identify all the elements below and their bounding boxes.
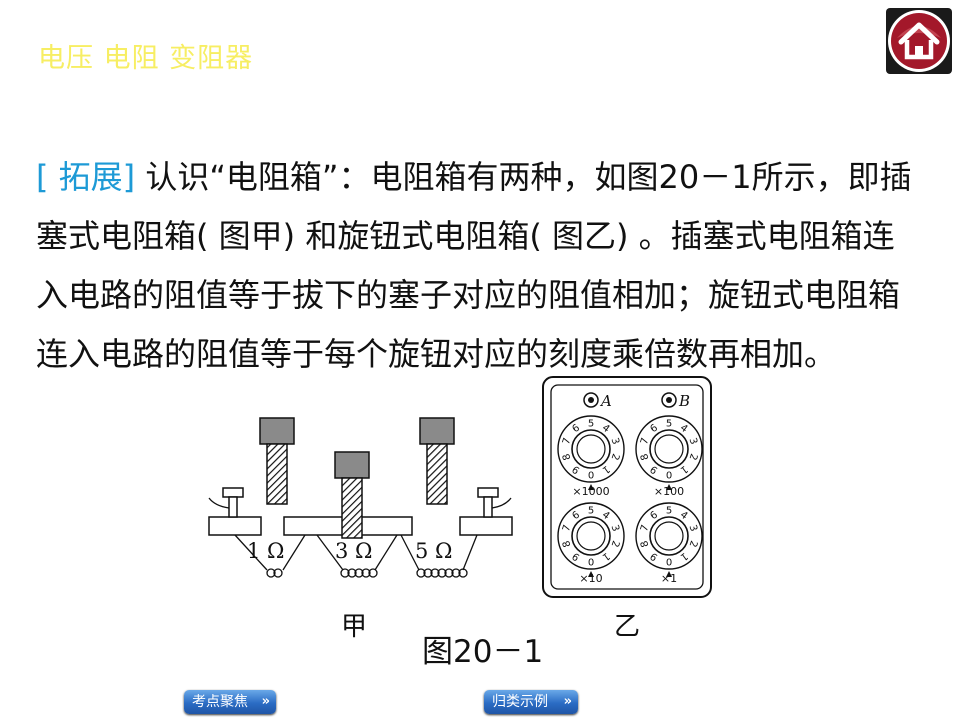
dial-digit: 0 <box>666 556 672 567</box>
plug-resistance-box-figure: 1 Ω 3 Ω 5 Ω <box>208 417 513 578</box>
pointer-triangle-icon <box>588 484 594 490</box>
dial-digit: 3 <box>609 437 621 446</box>
terminal-b: B <box>661 392 690 410</box>
plug-inserted-middle <box>334 451 370 539</box>
figure-caption-yi: 乙 <box>614 612 641 642</box>
home-icon <box>898 22 940 60</box>
figure-caption-jia: 甲 <box>341 612 368 642</box>
metal-block-left <box>208 516 262 536</box>
resistor-coils <box>266 568 468 578</box>
multiplier-10: ×10 <box>579 572 602 585</box>
dial-digit: 2 <box>687 452 699 461</box>
dial-digit: 0 <box>588 556 594 567</box>
paragraph-text: 认识“电阻箱”：电阻箱有两种，如图20－1所示，即插塞式电阻箱( 图甲) 和旋钮… <box>36 158 912 373</box>
dial-digit: 7 <box>561 524 573 533</box>
dial-digit: 5 <box>666 419 672 430</box>
resistor-wires <box>234 534 478 571</box>
home-button[interactable] <box>886 8 952 74</box>
double-chevron-right-icon: » <box>261 694 270 709</box>
dial-digit: 2 <box>687 539 699 548</box>
svg-text:B: B <box>678 392 690 410</box>
multiplier-1000: ×1000 <box>572 485 609 498</box>
dial-digit: 8 <box>639 539 651 548</box>
dial-digit: 2 <box>609 539 621 548</box>
expansion-paragraph: [ 拓展] 认识“电阻箱”：电阻箱有两种，如图20－1所示，即插塞式电阻箱( 图… <box>36 148 916 384</box>
dial-digit: 4 <box>600 422 612 435</box>
dial-digit: 1 <box>600 550 612 563</box>
terminal-right <box>477 487 512 518</box>
dial-digit: 6 <box>570 509 582 522</box>
dial-digit: 6 <box>648 422 660 435</box>
double-chevron-right-icon: » <box>563 694 572 709</box>
dial-digit: 3 <box>609 524 621 533</box>
dial-digit: 2 <box>609 452 621 461</box>
dial-digit: 0 <box>666 469 672 480</box>
pointer-triangle-icon <box>666 571 672 577</box>
terminal-left <box>208 487 244 518</box>
dial-digit: 3 <box>687 524 699 533</box>
pointer-triangle-icon <box>588 571 594 577</box>
dial-digit: 9 <box>648 463 660 476</box>
terminal-a: A <box>583 392 612 410</box>
dial-digit: 9 <box>570 463 582 476</box>
multiplier-1: ×1 <box>661 572 677 585</box>
dial-digit: 5 <box>666 506 672 517</box>
dial-digit: 1 <box>678 463 690 476</box>
dial-digit: 5 <box>588 506 594 517</box>
dial-digit: 4 <box>600 509 612 522</box>
pointer-triangle-icon <box>666 484 672 490</box>
multiplier-100: ×100 <box>654 485 684 498</box>
dial-digit: 5 <box>588 419 594 430</box>
page-title: 电压 电阻 变阻器 <box>38 43 254 74</box>
dial-digit: 8 <box>561 452 573 461</box>
plug-removed-left <box>259 417 295 505</box>
dial-digit: 6 <box>570 422 582 435</box>
resistor-label-3: 3 Ω <box>335 539 372 563</box>
dial-digit: 3 <box>687 437 699 446</box>
examples-label: 归类示例 <box>492 694 548 710</box>
dial-digit: 9 <box>570 550 582 563</box>
examples-button[interactable]: 归类示例 » <box>484 690 578 714</box>
dial-digit: 0 <box>588 469 594 480</box>
exam-points-label: 考点聚焦 <box>192 694 248 710</box>
resistor-label-5: 5 Ω <box>415 539 452 563</box>
dial-digit: 7 <box>561 437 573 446</box>
resistor-label-1: 1 Ω <box>247 539 284 563</box>
plug-removed-right <box>419 417 455 505</box>
exam-points-button[interactable]: 考点聚焦 » <box>184 690 276 714</box>
dial-digit: 1 <box>678 550 690 563</box>
svg-text:A: A <box>599 392 612 410</box>
dial-digit: 4 <box>678 509 690 522</box>
dial-digit: 7 <box>639 524 651 533</box>
dial-digit: 9 <box>648 550 660 563</box>
figure-caption: 图20－1 <box>422 634 544 670</box>
expansion-tag: [ 拓展] <box>36 158 136 196</box>
dial-digit: 4 <box>678 422 690 435</box>
dial-digit: 8 <box>561 539 573 548</box>
dial-digit: 6 <box>648 509 660 522</box>
dial-digit: 1 <box>600 463 612 476</box>
metal-block-right <box>459 516 513 536</box>
dial-digit: 8 <box>639 452 651 461</box>
dial-digit: 7 <box>639 437 651 446</box>
